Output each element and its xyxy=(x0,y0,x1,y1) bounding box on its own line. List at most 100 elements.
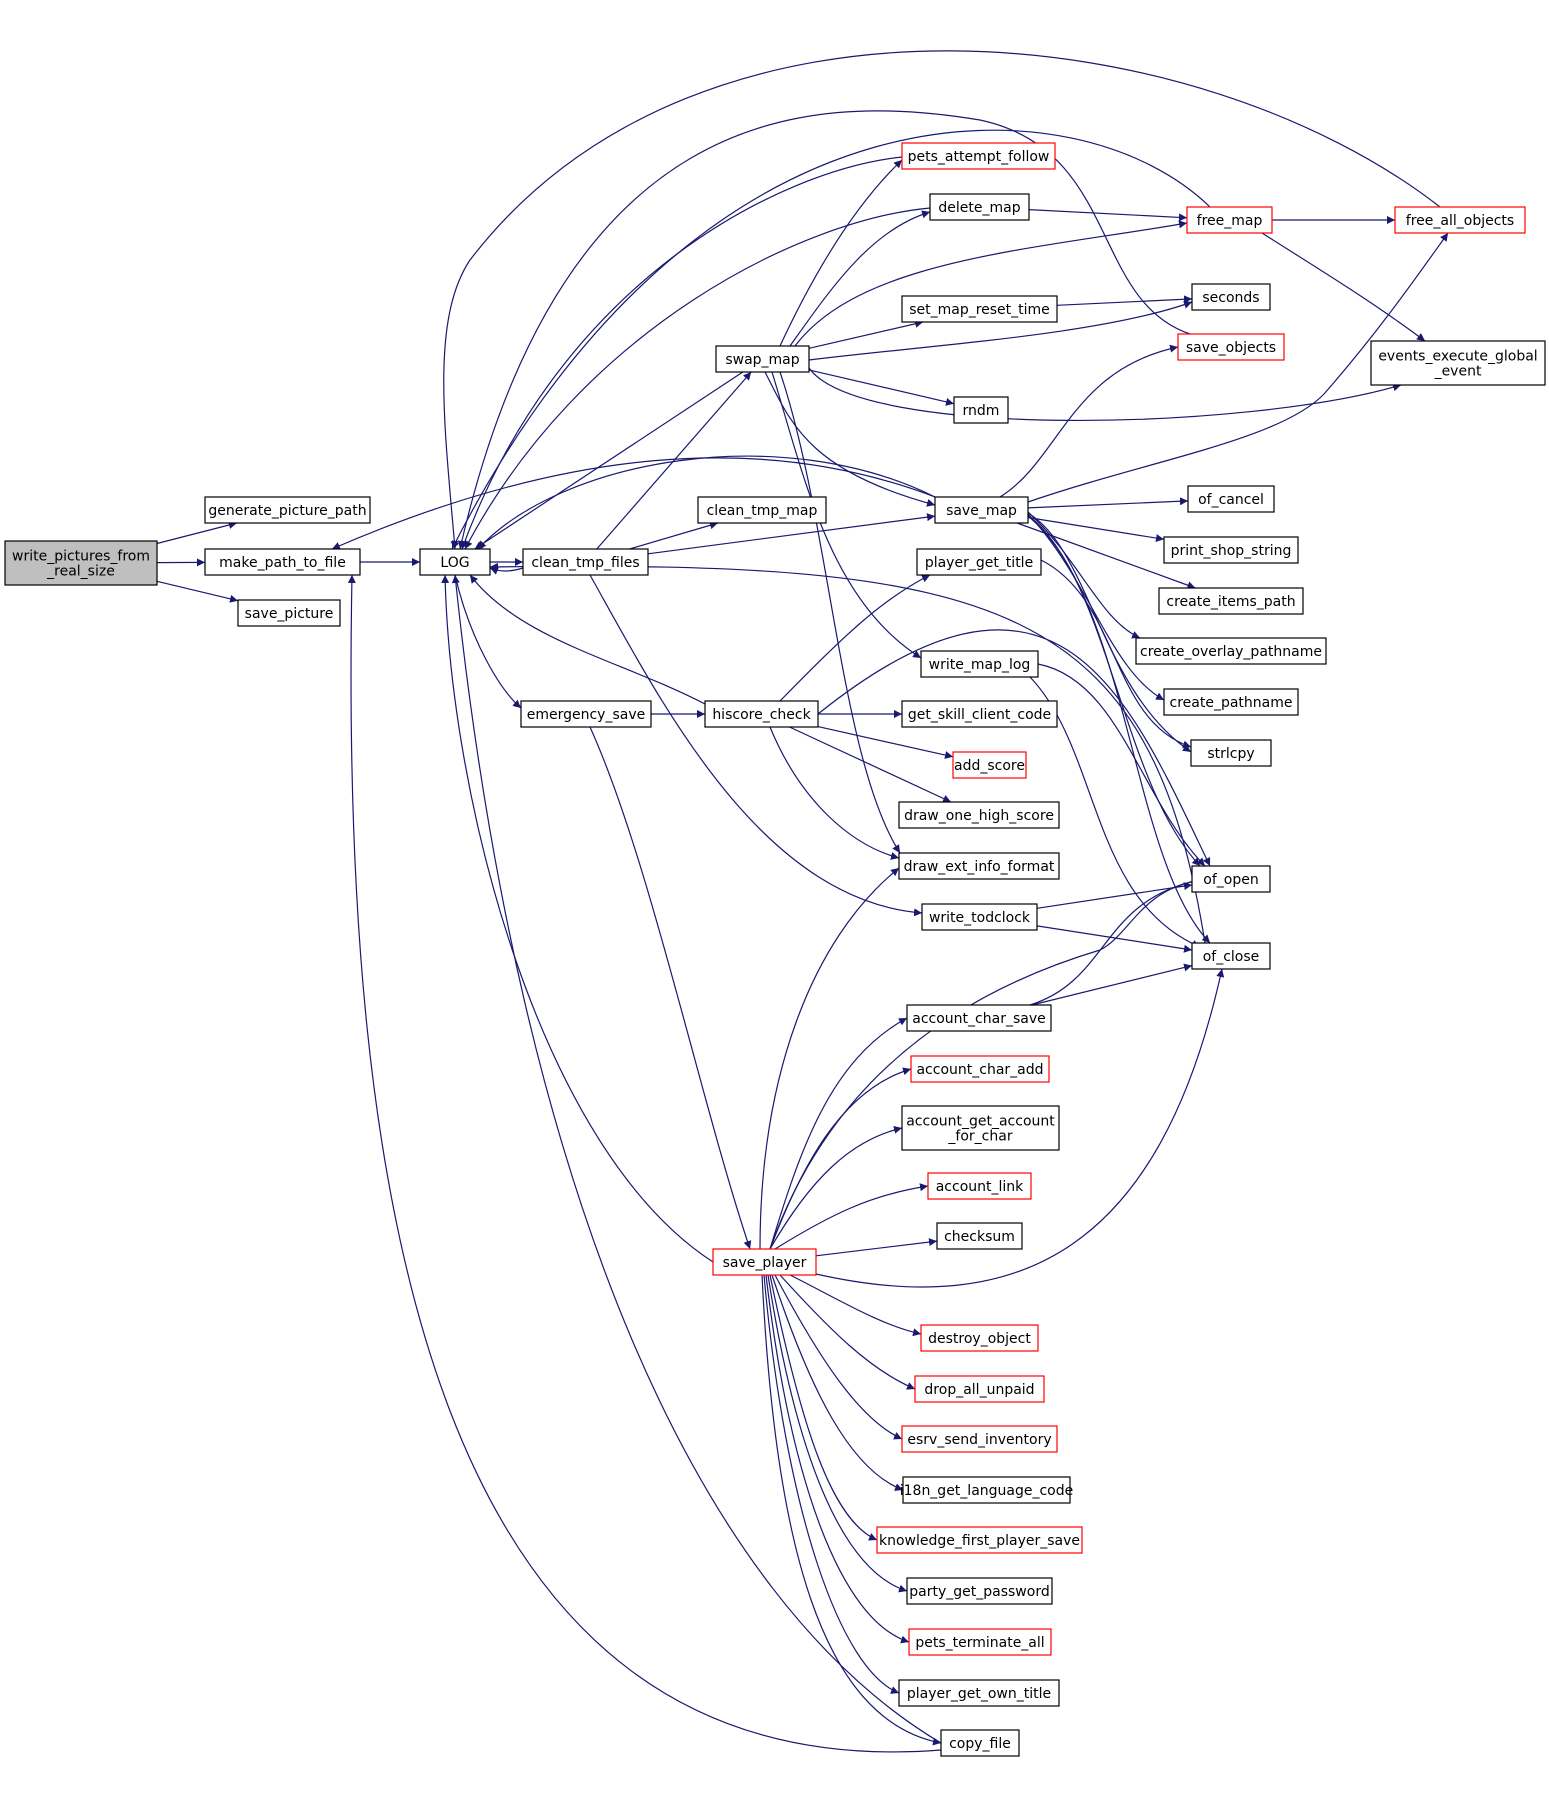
node-label: swap_map xyxy=(725,352,799,368)
node-swap_map[interactable]: swap_map xyxy=(715,345,810,373)
node-copy_file[interactable]: copy_file xyxy=(940,1729,1020,1757)
node-save_player[interactable]: save_player xyxy=(712,1248,817,1276)
node-get_skill_client_code[interactable]: get_skill_client_code xyxy=(901,700,1058,728)
node-box xyxy=(1190,739,1272,767)
edge-path xyxy=(1027,513,1165,701)
edge-save_objects-to-LOG xyxy=(457,110,1191,550)
node-label: events_execute_global xyxy=(1378,349,1537,365)
node-box xyxy=(914,1375,1045,1403)
node-add_score[interactable]: add_score xyxy=(952,751,1027,779)
node-save_map[interactable]: save_map xyxy=(934,496,1029,524)
node-seconds[interactable]: seconds xyxy=(1191,283,1271,311)
node-set_map_reset_time[interactable]: set_map_reset_time xyxy=(901,295,1058,323)
node-player_get_own_title[interactable]: player_get_own_title xyxy=(898,1679,1060,1707)
node-pets_attempt_follow[interactable]: pets_attempt_follow xyxy=(901,142,1056,170)
edge-swap_map-to-draw_ext_info_format xyxy=(779,371,901,854)
node-box xyxy=(1191,865,1271,893)
edge-path xyxy=(596,371,752,550)
node-knowledge_first_player_save[interactable]: knowledge_first_player_save xyxy=(876,1526,1083,1554)
node-label: seconds xyxy=(1202,290,1259,306)
node-label: player_get_title xyxy=(925,555,1033,571)
edge-path xyxy=(1031,963,1193,1006)
node-clean_tmp_map[interactable]: clean_tmp_map xyxy=(697,496,827,524)
edge-path xyxy=(347,574,942,1753)
edge-hiscore_check-to-draw_ext_info_format xyxy=(769,726,900,860)
node-box xyxy=(901,1425,1058,1453)
node-hiscore_check[interactable]: hiscore_check xyxy=(704,700,819,728)
node-LOG[interactable]: LOG xyxy=(419,548,491,576)
edge-save_player-to-draw_ext_info_format xyxy=(759,867,900,1250)
edge-save_map-to-make_path_to_file xyxy=(331,457,936,550)
node-of_open[interactable]: of_open xyxy=(1191,865,1271,893)
node-box xyxy=(916,548,1042,576)
edge-copy_file-to-LOG xyxy=(451,574,942,1744)
node-box xyxy=(1370,340,1546,386)
node-label: copy_file xyxy=(949,1736,1011,1752)
edge-path xyxy=(156,580,239,603)
edge-swap_map-to-rndm xyxy=(808,369,955,406)
edge-swap_map-to-seconds xyxy=(808,300,1193,361)
edge-path xyxy=(808,367,1402,421)
node-write_map_log[interactable]: write_map_log xyxy=(920,650,1039,678)
node-draw_ext_info_format[interactable]: draw_ext_info_format xyxy=(898,852,1060,880)
node-box xyxy=(910,1055,1050,1083)
edge-save_map-to-create_overlay_pathname xyxy=(1027,511,1141,639)
node-i18n_get_language_code[interactable]: i18n_get_language_code xyxy=(900,1476,1074,1504)
edge-copy_file-to-make_path_to_file xyxy=(347,574,942,1753)
edge-clean_tmp_files-to-LOG xyxy=(489,567,524,575)
node-drop_all_unpaid[interactable]: drop_all_unpaid xyxy=(914,1375,1045,1403)
node-player_get_title[interactable]: player_get_title xyxy=(916,548,1042,576)
edge-save_player-to-i18n_get_language_code xyxy=(771,1274,904,1491)
node-delete_map[interactable]: delete_map xyxy=(929,193,1030,221)
node-box xyxy=(1163,536,1299,564)
node-free_all_objects[interactable]: free_all_objects xyxy=(1394,206,1526,234)
node-box xyxy=(715,345,810,373)
node-esrv_send_inventory[interactable]: esrv_send_inventory xyxy=(901,1425,1058,1453)
edge-path xyxy=(1261,232,1426,342)
node-label: save_player xyxy=(723,1255,807,1271)
node-rndm[interactable]: rndm xyxy=(953,396,1009,424)
node-write_todclock[interactable]: write_todclock xyxy=(921,903,1038,931)
node-box xyxy=(934,496,1029,524)
node-pets_terminate_all[interactable]: pets_terminate_all xyxy=(908,1628,1052,1656)
node-emergency_save[interactable]: emergency_save xyxy=(520,700,652,728)
node-label: add_score xyxy=(954,758,1025,774)
edge-hiscore_check-to-player_get_title xyxy=(779,574,931,702)
node-write_pictures_from_real_size[interactable]: write_pictures_from_real_size xyxy=(4,540,158,586)
node-print_shop_string[interactable]: print_shop_string xyxy=(1163,536,1299,564)
node-create_items_path[interactable]: create_items_path xyxy=(1158,587,1304,615)
node-create_pathname[interactable]: create_pathname xyxy=(1163,688,1299,716)
edge-path xyxy=(794,220,1188,347)
node-make_path_to_file[interactable]: make_path_to_file xyxy=(204,548,361,576)
node-account_char_save[interactable]: account_char_save xyxy=(906,1004,1052,1032)
edge-path xyxy=(763,1274,900,1694)
node-party_get_password[interactable]: party_get_password xyxy=(906,1577,1053,1605)
node-free_map[interactable]: free_map xyxy=(1186,206,1273,234)
node-draw_one_high_score[interactable]: draw_one_high_score xyxy=(898,801,1060,829)
node-save_picture[interactable]: save_picture xyxy=(237,599,341,627)
node-account_link[interactable]: account_link xyxy=(927,1172,1032,1200)
node-box xyxy=(4,540,158,586)
node-generate_picture_path[interactable]: generate_picture_path xyxy=(204,496,371,524)
node-of_close[interactable]: of_close xyxy=(1191,942,1271,970)
node-label: LOG xyxy=(440,555,469,571)
edge-path xyxy=(808,300,1193,361)
node-clean_tmp_files[interactable]: clean_tmp_files xyxy=(522,548,649,576)
node-events_execute_global_event[interactable]: events_execute_global_event xyxy=(1370,340,1546,386)
node-label: account_char_add xyxy=(916,1062,1043,1078)
node-account_get_account_for_char[interactable]: account_get_account_for_char xyxy=(901,1105,1060,1151)
node-label: write_todclock xyxy=(929,910,1031,926)
node-of_cancel[interactable]: of_cancel xyxy=(1187,485,1275,513)
node-label: drop_all_unpaid xyxy=(924,1382,1034,1398)
node-save_objects[interactable]: save_objects xyxy=(1177,333,1285,361)
edge-clean_tmp_files-to-write_todclock xyxy=(589,574,923,917)
node-label: _event xyxy=(1434,364,1482,380)
node-destroy_object[interactable]: destroy_object xyxy=(920,1324,1039,1352)
node-checksum[interactable]: checksum xyxy=(936,1222,1023,1250)
edge-path xyxy=(589,726,752,1250)
node-account_char_add[interactable]: account_char_add xyxy=(910,1055,1050,1083)
node-strlcpy[interactable]: strlcpy xyxy=(1190,739,1272,767)
node-box xyxy=(906,1577,1053,1605)
node-create_overlay_pathname[interactable]: create_overlay_pathname xyxy=(1135,637,1327,665)
node-label: knowledge_first_player_save xyxy=(879,1533,1080,1549)
